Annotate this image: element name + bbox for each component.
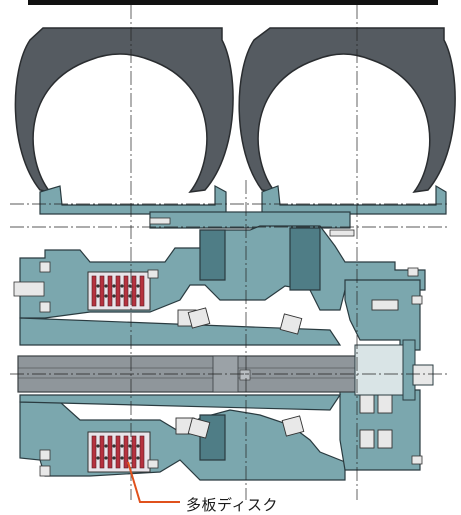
multi-plate-disk-label: 多板ディスク (186, 496, 278, 514)
wheel-rim (39, 184, 447, 229)
axle-sleeve (19, 317, 342, 411)
bearing-set (175, 299, 399, 449)
tire-left-icon (14, 27, 234, 194)
center-lines (10, 5, 450, 500)
top-border-bar (28, 0, 438, 5)
tire-right-icon (238, 27, 456, 194)
bolt-fasteners (39, 217, 423, 477)
callout-leader-line (127, 461, 180, 503)
multi-plate-disk-top-icon (87, 271, 151, 311)
input-shaft-stub (13, 281, 45, 297)
hub-reduction-gear (354, 339, 434, 401)
multi-plate-disk-bottom-icon (87, 431, 151, 473)
